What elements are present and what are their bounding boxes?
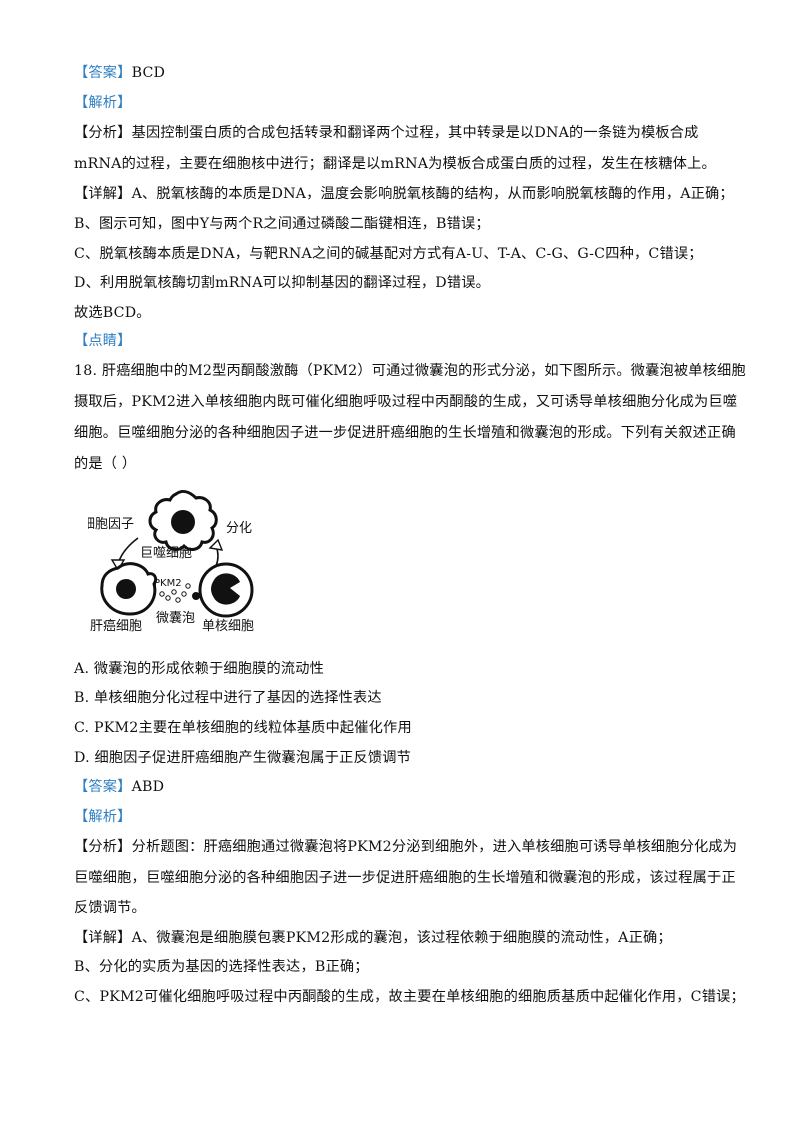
cell-cycle-figure: 巨噬细胞 细胞因子 分化 肝癌细胞 PKM2 微囊泡 单核细胞 bbox=[88, 486, 268, 638]
q18-stem-line-3: 细胞。巨噬细胞分泌的各种细胞因子进一步促进肝癌细胞的生长增殖和微囊泡的形成。下列… bbox=[74, 425, 736, 441]
q17-line-d: D、利用脱氧核酶切割mRNA可以抑制基因的翻译过程，D错误。 bbox=[74, 275, 491, 291]
analysis-tag: 【解析】 bbox=[74, 95, 132, 111]
q17-line-c: C、脱氧核酶本质是DNA，与靶RNA之间的碱基配对方式有A-U、T-A、C-G、… bbox=[74, 246, 703, 262]
microvesicles bbox=[159, 583, 191, 603]
macrophage-nucleus bbox=[171, 510, 195, 534]
fenxi-tag: 【分析】 bbox=[74, 125, 132, 141]
dianjing-tag: 【点睛】 bbox=[74, 333, 132, 349]
xiangjie-text: A、脱氧核酶的本质是DNA，温度会影响脱氧核酶的结构，从而影响脱氧核酶的作用，A… bbox=[131, 186, 734, 202]
label-cytokine: 细胞因子 bbox=[88, 517, 134, 532]
label-pkm2: PKM2 bbox=[154, 578, 182, 589]
option-b: B. 单核细胞分化过程中进行了基因的选择性表达 bbox=[74, 690, 382, 706]
q17-xiangjie-a: 【详解】A、脱氧核酶的本质是DNA，温度会影响脱氧核酶的结构，从而影响脱氧核酶的… bbox=[74, 184, 734, 204]
label-monocyte: 单核细胞 bbox=[202, 619, 254, 634]
fenxi-text: 分析题图：肝癌细胞通过微囊泡将PKM2分泌到细胞外，进入单核细胞可诱导单核细胞分… bbox=[131, 839, 738, 855]
q17-conclusion: 故选BCD。 bbox=[74, 305, 151, 321]
q18-stem-line-2: 摄取后，PKM2进入单核细胞内既可催化细胞呼吸过程中丙酮酸的生成，又可诱导单核细… bbox=[74, 394, 738, 410]
label-differentiation: 分化 bbox=[226, 521, 252, 536]
q17-answer-line: 【答案】BCD bbox=[74, 63, 165, 83]
q18-stem-line-1: 18. 肝癌细胞中的M2型丙酮酸激酶（PKM2）可通过微囊泡的形式分泌，如下图所… bbox=[74, 363, 746, 379]
option-c: C. PKM2主要在单核细胞的线粒体基质中起催化作用 bbox=[74, 720, 412, 736]
label-liver-cancer: 肝癌细胞 bbox=[90, 618, 142, 634]
label-macrophage: 巨噬细胞 bbox=[140, 546, 192, 561]
answer-tag: 【答案】 bbox=[74, 779, 132, 795]
q18-fenxi-line-2: 巨噬细胞，巨噬细胞分泌的各种细胞因子进一步促进肝癌细胞的生长增殖和微囊泡的形成，… bbox=[74, 870, 736, 886]
xiangjie-text: A、微囊泡是细胞膜包裹PKM2形成的囊泡，该过程依赖于细胞膜的流动性，A正确； bbox=[131, 930, 672, 946]
q18-fenxi-line-1: 【分析】分析题图：肝癌细胞通过微囊泡将PKM2分泌到细胞外，进入单核细胞可诱导单… bbox=[74, 837, 737, 857]
answer-text: BCD bbox=[131, 65, 166, 81]
q18-xiangjie-a: 【详解】A、微囊泡是细胞膜包裹PKM2形成的囊泡，该过程依赖于细胞膜的流动性，A… bbox=[74, 928, 672, 948]
option-d: D. 细胞因子促进肝癌细胞产生微囊泡属于正反馈调节 bbox=[74, 750, 412, 766]
fenxi-text: 基因控制蛋白质的合成包括转录和翻译两个过程，其中转录是以DNA的一条链为模板合成 bbox=[131, 125, 699, 141]
q18-line-c: C、PKM2可催化细胞呼吸过程中丙酮酸的生成，故主要在单核细胞的细胞质基质中起催… bbox=[74, 989, 745, 1005]
q17-line-b: B、图示可知，图中Y与两个R之间通过磷酸二酯键相连，B错误； bbox=[74, 216, 490, 232]
q18-line-b: B、分化的实质为基因的选择性表达，B正确； bbox=[74, 959, 369, 975]
figure-svg: 巨噬细胞 细胞因子 分化 肝癌细胞 PKM2 微囊泡 单核细胞 bbox=[88, 490, 254, 634]
option-a: A. 微囊泡的形成依赖于细胞膜的流动性 bbox=[74, 661, 325, 677]
answer-tag: 【答案】 bbox=[74, 65, 132, 81]
q18-answer-line: 【答案】ABD bbox=[74, 777, 164, 797]
arrow-head-differentiation-icon bbox=[208, 538, 224, 551]
q17-fenxi-line-1: 【分析】基因控制蛋白质的合成包括转录和翻译两个过程，其中转录是以DNA的一条链为… bbox=[74, 123, 699, 143]
fenxi-tag: 【分析】 bbox=[74, 839, 132, 855]
q18-stem-line-4: 的是（ ） bbox=[74, 456, 137, 472]
answer-text: ABD bbox=[131, 779, 165, 795]
label-microvesicle: 微囊泡 bbox=[156, 610, 195, 626]
liver-cancer-nucleus bbox=[116, 579, 136, 599]
vesicle-entering bbox=[192, 592, 200, 600]
q18-fenxi-line-3: 反馈调节。 bbox=[74, 900, 146, 916]
monocyte-nucleus bbox=[211, 573, 240, 605]
xiangjie-tag: 【详解】 bbox=[74, 930, 132, 946]
xiangjie-tag: 【详解】 bbox=[74, 186, 132, 202]
q17-fenxi-line-2: mRNA的过程，主要在细胞核中进行；翻译是以mRNA为模板合成蛋白质的过程，发生… bbox=[74, 156, 716, 172]
analysis-tag: 【解析】 bbox=[74, 809, 132, 825]
